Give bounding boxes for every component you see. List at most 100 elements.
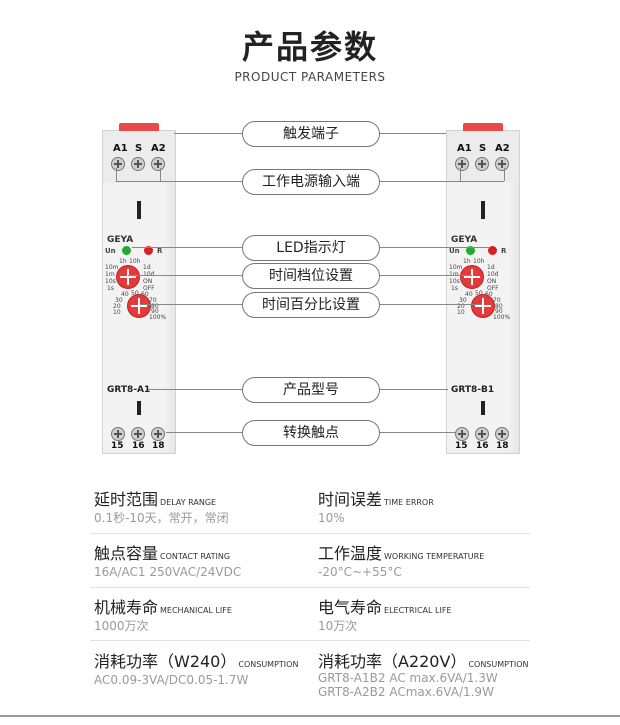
range-mark: OFF [143,285,155,292]
connector-line [116,181,242,182]
divider [90,587,530,588]
terminal-label-16: 16 [132,441,145,451]
spec-value: 10% [318,511,345,525]
led-label-un: Un [449,247,460,255]
model-label: GRT8-B1 [451,385,495,395]
screw-icon [151,427,165,441]
range-mark: 10m [105,264,119,271]
percent-mark: 100% [149,314,167,321]
spec-value: AC0.09-3VA/DC0.05-1.7W [94,673,249,687]
screw-icon [111,157,125,171]
connector-line [132,247,242,248]
led-label-r: R [157,247,163,255]
percent-mark: 70 [149,297,157,304]
percent-mark: 20 [113,303,121,310]
range-mark: 1s [107,285,114,292]
page-title: 产品参数 [241,28,378,66]
percent-mark: 10 [457,309,465,316]
spec-value: 0.1秒-10天，常开，常闭 [94,511,229,525]
terminal-label-s: S [479,143,487,154]
connector-line [378,133,446,134]
percent-mark: 10 [113,309,121,316]
relay-led-icon [144,246,153,255]
bottom-border [0,715,620,717]
percent-mark: 20 [457,303,465,310]
percent-mark: 70 [493,297,501,304]
relay-led-icon [488,246,497,255]
page-subtitle: PRODUCT PARAMETERS [234,70,386,84]
connector-line [378,275,472,276]
screw-icon [495,157,509,171]
terminal-label-a1: A1 [113,143,128,154]
rail-slot [481,401,485,415]
callout-time-percent: 时间百分比设置 [242,292,380,318]
spec-value: 1000万次 [94,619,149,633]
screw-icon [475,427,489,441]
range-mark: 10s [449,278,460,285]
rail-slot [137,401,141,415]
screw-icon [131,427,145,441]
range-mark: 10s [105,278,116,285]
callout-trigger-terminal: 触发端子 [242,121,380,147]
spec-value: 10万次 [318,619,358,633]
range-mark: 1d [143,264,151,271]
spec-value: -20°C~+55°C [318,565,402,579]
relay-right: A1 S A2 GEYA Un R 1h 10h 10m 1d 1m 10d 1… [446,123,520,454]
connector-line [460,168,461,181]
time-percent-knob[interactable] [127,294,151,318]
screw-icon [111,427,125,441]
percent-mark: 100% [493,314,511,321]
time-range-knob[interactable] [116,265,140,289]
model-label: GRT8-A1 [107,385,151,395]
terminal-label-15: 15 [111,441,124,451]
time-range-knob[interactable] [460,265,484,289]
percent-mark: 90 [495,308,503,315]
percent-mark: 60 [141,291,149,298]
range-mark: 10h [129,258,141,265]
terminal-label-15: 15 [455,441,468,451]
terminal-label-s: S [135,143,143,154]
divider [90,640,530,641]
callout-time-range: 时间档位设置 [242,263,380,289]
connector-line [128,275,242,276]
percent-mark: 80 [151,303,159,310]
percent-mark: 50 [475,290,483,297]
brand-logo: GEYA [451,235,478,245]
range-mark: ON [143,278,153,285]
connector-line [378,247,490,248]
spec-value: 16A/AC1 250VAC/24VDC [94,565,242,579]
relay-tab [119,123,159,133]
connector-line [378,181,504,182]
screw-icon [495,427,509,441]
time-percent-knob[interactable] [471,294,495,318]
range-mark: 1m [105,271,115,278]
spec-label: 消耗功率（A220V）CONSUMPTION [318,652,529,671]
percent-mark: 50 [131,290,139,297]
percent-mark: 60 [485,291,493,298]
spec-value: GRT8-A2B2 ACmax.6VA/1.9W [318,685,494,699]
percent-mark: 40 [465,291,473,298]
relay-left: A1 S A2 GEYA Un R 1h 10h 10m 1d 1m 10d 1… [102,123,176,454]
spec-value: GRT8-A1B2 AC max.6VA/1.3W [318,671,498,685]
range-mark: 1m [449,271,459,278]
terminal-label-18: 18 [152,441,165,451]
range-mark: ON [487,278,497,285]
screw-icon [455,157,469,171]
connector-line [504,168,505,181]
rail-slot [481,201,485,219]
range-mark: 1s [451,285,458,292]
range-mark: 10h [473,258,485,265]
callout-led-indicator: LED指示灯 [242,235,380,261]
percent-mark: 40 [121,291,129,298]
connector-line [166,432,242,433]
callout-changeover-contact: 转换触点 [242,420,380,446]
screw-icon [475,157,489,171]
spec-label: 消耗功率（W240）CONSUMPTION [94,652,299,671]
divider [90,533,530,534]
connector-line [148,389,242,390]
rail-slot [137,201,141,219]
